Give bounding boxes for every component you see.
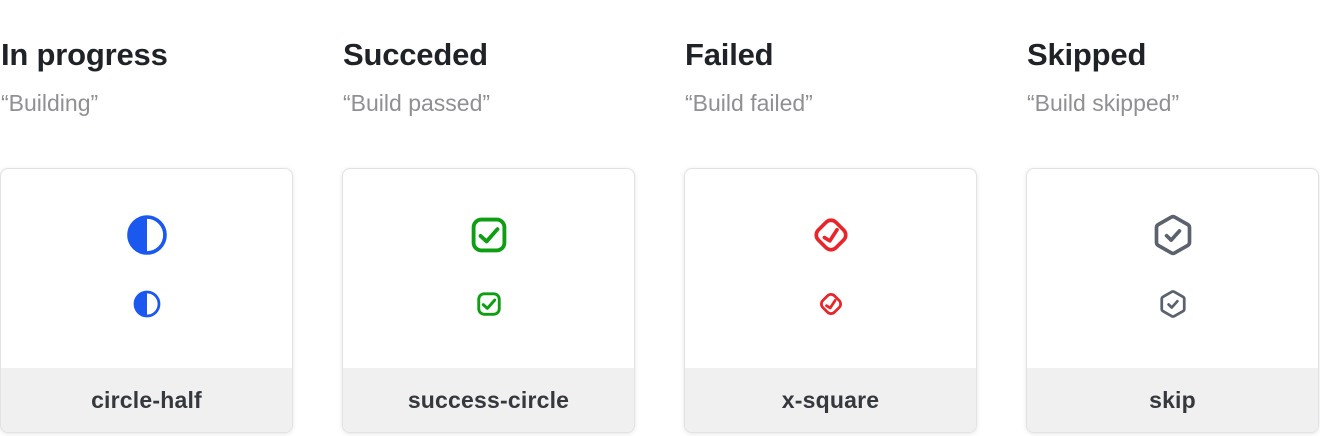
diamond-check-icon-large xyxy=(809,213,853,257)
icon-card-success-circle: success-circle xyxy=(342,168,635,433)
status-subtitle: “Build skipped” xyxy=(1027,90,1180,116)
hexagon-check-icon-large xyxy=(1151,213,1195,257)
check-square-icon-small xyxy=(474,289,504,319)
icon-card-circle-half: circle-half xyxy=(0,168,293,433)
status-subtitle: “Build failed” xyxy=(685,90,813,116)
status-column-succeded: Succeded “Build passed” xyxy=(342,0,635,433)
status-subtitle: “Building” xyxy=(1,90,99,116)
status-title: Succeded xyxy=(343,37,488,72)
icon-name-label: skip xyxy=(1149,386,1196,413)
check-square-icon-large xyxy=(467,213,511,257)
icon-name-label: success-circle xyxy=(407,386,570,413)
icon-card-x-square: x-square xyxy=(684,168,977,433)
icon-card-body xyxy=(685,169,976,368)
icon-card-skip: skip xyxy=(1026,168,1319,433)
icon-card-body xyxy=(343,169,634,368)
circle-half-icon-large xyxy=(125,213,169,257)
status-title: Failed xyxy=(685,37,774,72)
status-title: Skipped xyxy=(1027,37,1147,72)
diamond-check-icon-small xyxy=(816,289,846,319)
icon-name-label: circle-half xyxy=(91,386,202,413)
icon-name-footer: success-circle xyxy=(343,368,634,432)
icon-name-footer: circle-half xyxy=(1,368,292,432)
icon-name-footer: skip xyxy=(1027,368,1318,432)
status-title: In progress xyxy=(1,37,168,72)
status-subtitle: “Build passed” xyxy=(343,90,491,116)
icon-card-body xyxy=(1027,169,1318,368)
icon-card-body xyxy=(1,169,292,368)
status-column-failed: Failed “Build failed” xyxy=(684,0,977,433)
icon-name-footer: x-square xyxy=(685,368,976,432)
status-column-skipped: Skipped “Build skipped” xyxy=(1026,0,1319,433)
hexagon-check-icon-small xyxy=(1158,289,1188,319)
status-column-in-progress: In progress “Building” xyxy=(0,0,293,433)
circle-half-icon-small xyxy=(132,289,162,319)
icon-name-label: x-square xyxy=(781,386,880,413)
